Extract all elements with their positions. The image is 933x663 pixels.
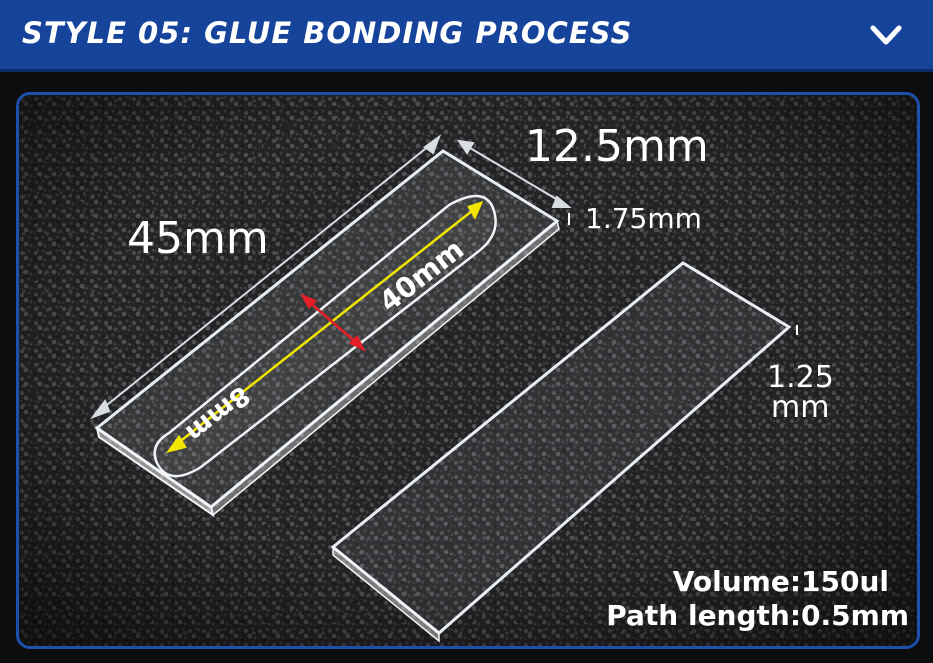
spec-path-length: Path length:0.5mm bbox=[606, 599, 909, 632]
bonded-cuvette-slide bbox=[94, 149, 560, 518]
section-title: STYLE 05: GLUE BONDING PROCESS bbox=[22, 16, 633, 50]
photo-scene: 45mm 12.5mm 1.75mm 40mm 8mm 1.25 mm Volu… bbox=[19, 95, 917, 646]
dimension-8mm-line bbox=[300, 293, 366, 352]
label-length: 45mm bbox=[127, 213, 269, 264]
label-thickness-top: 1.75mm bbox=[585, 202, 702, 235]
chevron-down-icon[interactable] bbox=[869, 20, 903, 50]
label-thickness-bottom-2: mm bbox=[771, 390, 829, 425]
sample-channel bbox=[153, 194, 497, 478]
cover-plate bbox=[330, 261, 792, 643]
spec-volume: Volume:150ul bbox=[673, 565, 889, 598]
dimension-45mm-line bbox=[90, 134, 442, 420]
dimension-40mm-line bbox=[166, 200, 484, 454]
label-width: 12.5mm bbox=[525, 121, 709, 172]
label-thickness-bottom-1: 1.25 bbox=[767, 360, 834, 395]
section-header[interactable]: STYLE 05: GLUE BONDING PROCESS bbox=[0, 0, 933, 72]
dimension-12-5mm-line bbox=[456, 139, 572, 208]
product-photo: 45mm 12.5mm 1.75mm 40mm 8mm 1.25 mm Volu… bbox=[16, 92, 920, 649]
